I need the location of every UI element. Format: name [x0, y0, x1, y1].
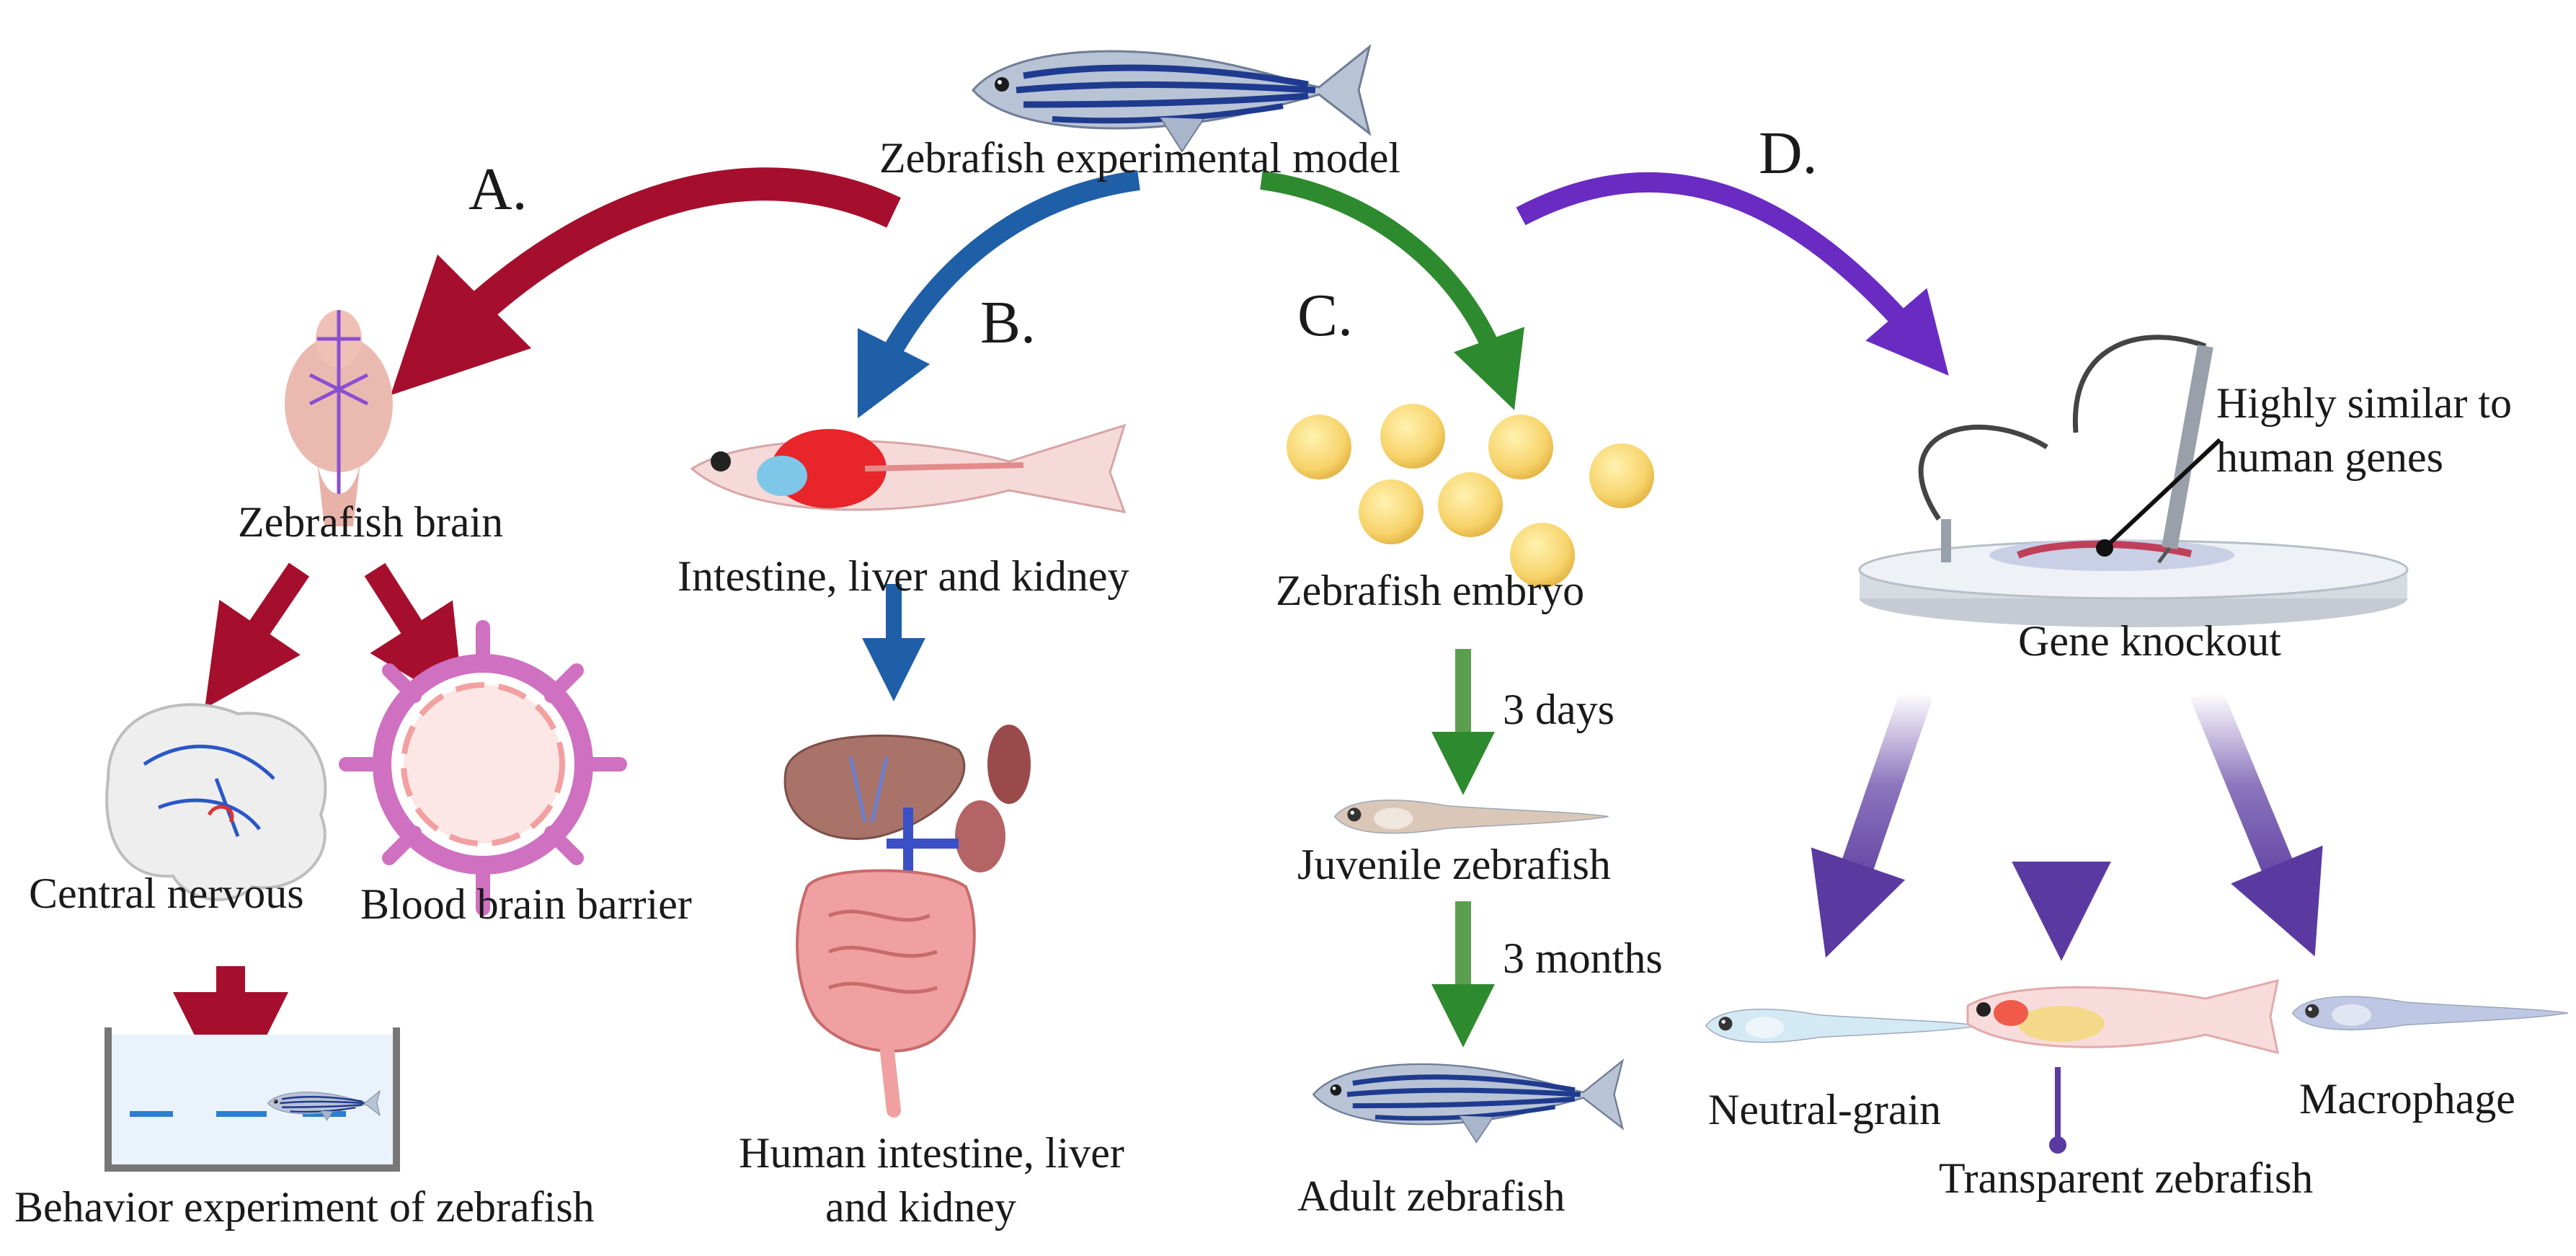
arrow-brain-central: [205, 562, 310, 709]
central-nervous-label: Central nervous: [29, 870, 304, 917]
title-label: Zebrafish experimental model: [879, 134, 1401, 182]
fish-organs-label: Intestine, liver and kidney: [678, 552, 1129, 600]
zebrafish-brain-label: Zebrafish brain: [238, 498, 504, 546]
human-brain-icon: [105, 703, 327, 901]
human-organs-icon: [783, 725, 1031, 1118]
fish-tank-icon: [105, 1027, 400, 1172]
neutral-fish-icon: [1705, 1008, 1981, 1043]
arrow-knockout-macrophage: [2190, 686, 2323, 957]
months-label: 3 months: [1503, 934, 1663, 982]
arrow-a: [390, 167, 901, 396]
neutral-grain-label: Neutral-grain: [1708, 1086, 1942, 1133]
arrow-d: [1516, 172, 1949, 376]
arrow-brain-bbb: [364, 562, 464, 709]
arrow-knockout-neutral: [1811, 686, 1933, 958]
branch-a-letter: A.: [468, 156, 528, 223]
behavior-label: Behavior experiment of zebrafish: [14, 1183, 595, 1231]
adult-label: Adult zebrafish: [1297, 1172, 1565, 1220]
gene-knockout-label: Gene knockout: [2018, 617, 2281, 665]
similar-genes-label-2: human genes: [2216, 433, 2443, 481]
transparent-fish-icon: [1966, 978, 2279, 1055]
blood-vessel-icon: [339, 620, 627, 916]
days-label: 3 days: [1503, 686, 1615, 733]
branch-d-letter: D.: [1759, 120, 1818, 187]
microinjection-icon: [1858, 335, 2409, 627]
embryo-label: Zebrafish embryo: [1276, 567, 1585, 614]
embryo-icon: [1287, 404, 1654, 588]
juvenile-label: Juvenile zebrafish: [1297, 841, 1611, 888]
human-organs-label-2: and kidney: [825, 1183, 1016, 1231]
brain-icon: [285, 310, 393, 526]
transparent-label: Transparent zebrafish: [1939, 1154, 2314, 1202]
arrow-c: [1260, 171, 1524, 410]
macrophage-label: Macrophage: [2299, 1075, 2515, 1123]
macrophage-fish-icon: [2291, 996, 2569, 1030]
larva-icon: [1334, 799, 1609, 834]
transparent-pin-icon: [2049, 1067, 2066, 1154]
arrow-b: [857, 170, 1140, 419]
branch-b-letter: B.: [980, 289, 1036, 356]
fish-anatomy-icon: [690, 423, 1127, 513]
similar-genes-label-1: Highly similar to: [2216, 379, 2512, 427]
adult-zebrafish-icon: [1313, 1061, 1622, 1142]
blood-brain-barrier-label: Blood brain barrier: [360, 880, 692, 928]
human-organs-label-1: Human intestine, liver: [739, 1129, 1124, 1177]
branch-c-letter: C.: [1297, 282, 1354, 349]
